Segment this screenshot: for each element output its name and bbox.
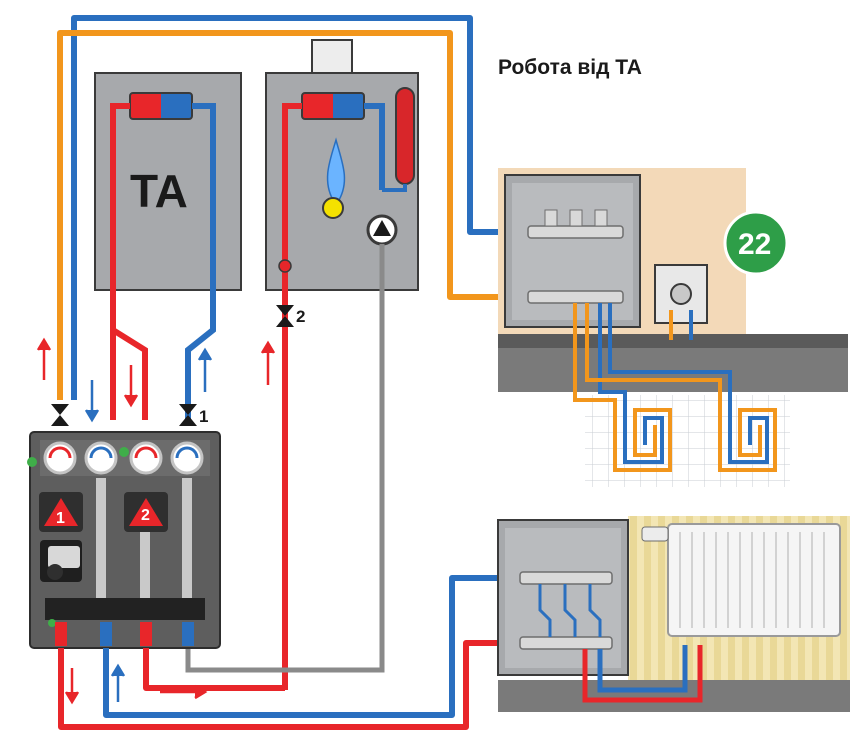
radiator-return-pipe [103, 575, 510, 718]
blue-long-pipe [71, 15, 505, 400]
mixing-valve [40, 540, 82, 582]
heat-exchanger [129, 92, 193, 120]
valve-2-label: 2 [296, 307, 305, 326]
thermostatic-head [641, 526, 669, 542]
burner-icon [322, 197, 344, 219]
expansion-tank [395, 87, 415, 185]
orange-long-pipe [57, 30, 505, 400]
pump-2-label: 2 [141, 507, 150, 524]
floor-heating-scene: 22 [498, 168, 848, 487]
valve-orange [51, 404, 69, 426]
valve-2: 2 [276, 305, 305, 327]
top-supply-pipes [57, 15, 505, 400]
gauge-2 [84, 441, 118, 475]
pump-1: 1 [39, 492, 83, 532]
module-manifold [45, 598, 205, 620]
solid-fuel-boiler: TA [94, 72, 242, 420]
pump-2: 2 [124, 492, 168, 532]
pump-1-label: 1 [56, 510, 65, 527]
gauge-1 [43, 441, 77, 475]
gas-heat-exchanger [301, 92, 365, 120]
flame-icon [326, 137, 346, 201]
valve-1-label: 1 [199, 407, 208, 426]
valve-1: 1 [179, 404, 208, 426]
zone-badge: 22 [723, 210, 789, 276]
chimney [311, 39, 353, 75]
radiator [667, 523, 841, 637]
gauge-3 [129, 441, 163, 475]
boiler-ta-label: TA [130, 165, 188, 217]
flow-arrows [36, 337, 276, 705]
hydraulic-module: 1 2 [27, 431, 221, 649]
zone-badge-label: 22 [738, 228, 771, 261]
diagram-title: Робота від ТА [498, 56, 642, 79]
radiator-supply-pipe [58, 640, 510, 730]
bottom-pipes [58, 575, 510, 730]
radiator-scene [497, 516, 850, 712]
gauge-4 [170, 441, 204, 475]
gas-boiler [185, 39, 419, 690]
